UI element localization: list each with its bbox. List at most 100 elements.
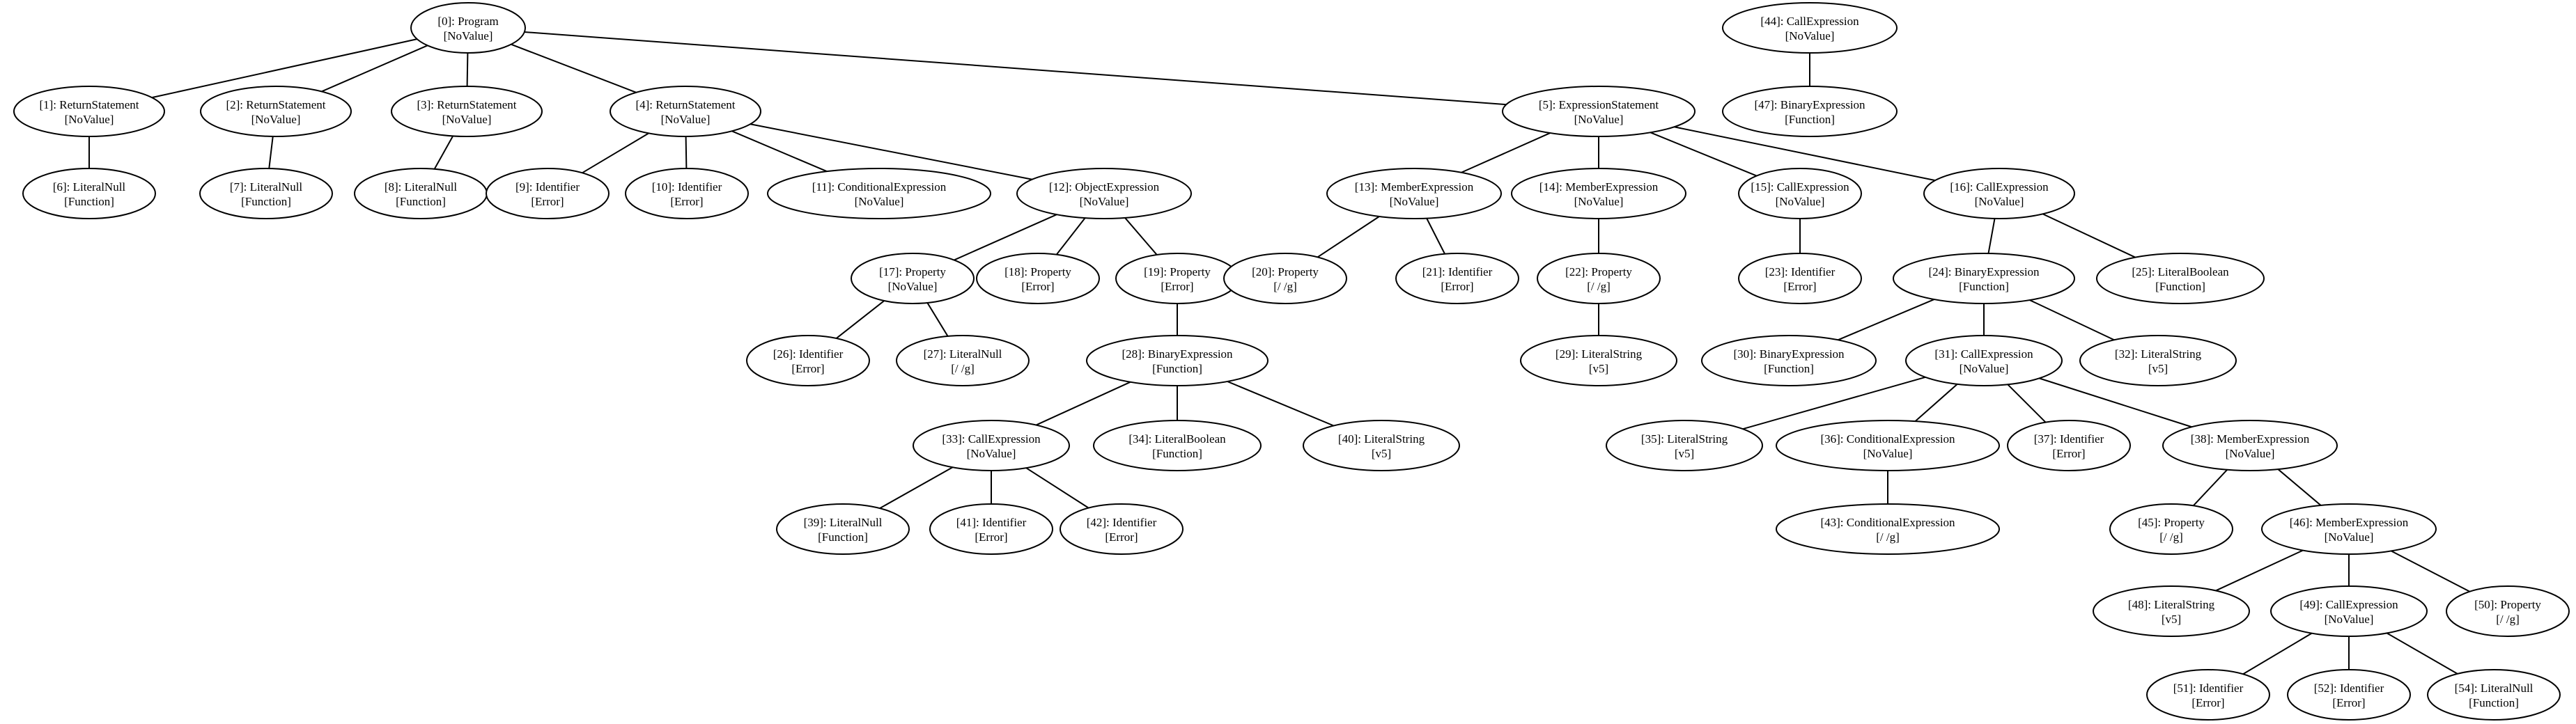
node-ellipse: [2446, 585, 2570, 637]
node-value: [Function]: [241, 195, 291, 208]
node-label: [21]: Identifier: [1422, 265, 1493, 278]
node-label: [44]: CallExpression: [1760, 15, 1859, 28]
node-ellipse: [1905, 335, 2063, 386]
node-label: [7]: LiteralNull: [230, 180, 303, 194]
tree-node-32: [32]: LiteralString[v5]: [2079, 335, 2237, 386]
node-label: [20]: Property: [1252, 265, 1319, 278]
node-ellipse: [976, 253, 1100, 304]
tree-node-21: [21]: Identifier[Error]: [1395, 253, 1519, 304]
tree-node-11: [11]: ConditionalExpression[NoValue]: [767, 168, 991, 219]
node-ellipse: [200, 86, 352, 137]
node-label: [32]: LiteralString: [2115, 347, 2202, 361]
node-value: [Function]: [1959, 280, 2009, 293]
node-value: [Error]: [1161, 280, 1193, 293]
node-label: [6]: LiteralNull: [53, 180, 126, 194]
tree-node-14: [14]: MemberExpression[NoValue]: [1511, 168, 1686, 219]
node-ellipse: [1923, 168, 2075, 219]
node-ellipse: [1722, 2, 1898, 54]
node-label: [36]: ConditionalExpression: [1820, 432, 1955, 446]
tree-node-12: [12]: ObjectExpression[NoValue]: [1016, 168, 1192, 219]
tree-node-20: [20]: Property [/ /g]: [1223, 253, 1347, 304]
node-label: [8]: LiteralNull: [385, 180, 458, 194]
node-value: [Function]: [64, 195, 114, 208]
tree-node-2: [2]: ReturnStatement [NoValue]: [200, 86, 352, 137]
node-label: [27]: LiteralNull: [924, 347, 1002, 361]
node-label: [38]: MemberExpression: [2191, 432, 2310, 446]
node-label: [24]: BinaryExpression: [1928, 265, 2040, 278]
edge-16-24: [1987, 218, 1996, 254]
node-value: [Error]: [791, 362, 824, 375]
tree-node-13: [13]: MemberExpression[NoValue]: [1326, 168, 1502, 219]
edge-4-11: [731, 130, 828, 173]
edge-46-50: [2391, 550, 2470, 592]
edge-38-46: [2277, 469, 2322, 506]
edge-16-25: [2042, 213, 2136, 258]
tree-node-10: [10]: Identifier[Error]: [625, 168, 749, 219]
tree-node-28: [28]: BinaryExpression[Function]: [1086, 335, 1268, 386]
tree-node-27: [27]: LiteralNull[/ /g]: [896, 335, 1030, 386]
node-label: [13]: MemberExpression: [1355, 180, 1474, 194]
node-value: [/ /g]: [2159, 530, 2183, 544]
node-label: [12]: ObjectExpression: [1049, 180, 1160, 194]
node-value: [NoValue]: [444, 29, 493, 42]
node-ellipse: [746, 335, 870, 386]
node-value: [Error]: [2191, 696, 2224, 709]
node-ellipse: [354, 168, 488, 219]
node-ellipse: [929, 503, 1053, 555]
node-ellipse: [391, 86, 543, 137]
node-value: [Function]: [1764, 362, 1814, 375]
tree-node-29: [29]: LiteralString[v5]: [1520, 335, 1677, 386]
node-value: [NoValue]: [65, 113, 114, 126]
node-label: [2]: ReturnStatement: [226, 98, 325, 111]
node-label: [52]: Identifier: [2314, 682, 2384, 695]
edge-layer: [88, 31, 2470, 675]
node-value: [/ /g]: [1587, 280, 1611, 293]
node-value: [Function]: [1152, 362, 1202, 375]
edge-38-45: [2192, 469, 2228, 507]
node-ellipse: [199, 168, 333, 219]
node-label: [34]: LiteralBoolean: [1128, 432, 1226, 446]
edge-49-54: [2387, 632, 2458, 675]
edge-28-33: [1036, 381, 1131, 426]
node-value: [Function]: [2155, 280, 2205, 293]
tree-node-43: [43]: ConditionalExpression[/ /g]: [1776, 503, 2000, 555]
tree-node-52: [52]: Identifier[Error]: [2287, 669, 2411, 721]
tree-node-7: [7]: LiteralNull[Function]: [199, 168, 333, 219]
node-ellipse: [2096, 253, 2265, 304]
node-label: [51]: Identifier: [2173, 682, 2244, 695]
tree-node-9: [9]: Identifier[Error]: [486, 168, 610, 219]
node-value: [NoValue]: [1960, 362, 2009, 375]
tree-node-18: [18]: Property[Error]: [976, 253, 1100, 304]
tree-node-33: [33]: CallExpression[NoValue]: [913, 420, 1070, 471]
node-value: [NoValue]: [1080, 195, 1129, 208]
node-label: [30]: BinaryExpression: [1733, 347, 1845, 361]
tree-node-42: [42]: Identifier[Error]: [1060, 503, 1184, 555]
tree-node-26: [26]: Identifier[Error]: [746, 335, 870, 386]
node-label: [46]: MemberExpression: [2290, 516, 2409, 529]
node-value: [NoValue]: [1574, 113, 1624, 126]
node-label: [15]: CallExpression: [1751, 180, 1849, 194]
node-label: [4]: ReturnStatement: [635, 98, 735, 111]
node-value: [Error]: [531, 195, 564, 208]
node-ellipse: [1893, 253, 2075, 304]
edge-13-20: [1317, 216, 1380, 258]
node-value: [Error]: [1783, 280, 1816, 293]
node-value: [Error]: [975, 530, 1007, 544]
node-ellipse: [1738, 168, 1862, 219]
node-ellipse: [1502, 86, 1696, 137]
node-value: [NoValue]: [2325, 530, 2374, 544]
node-label: [42]: Identifier: [1087, 516, 1157, 529]
tree-node-34: [34]: LiteralBoolean[Function]: [1093, 420, 1262, 471]
node-label: [31]: CallExpression: [1934, 347, 2033, 361]
node-label: [26]: Identifier: [773, 347, 844, 361]
node-ellipse: [1537, 253, 1661, 304]
node-value: [NoValue]: [1574, 195, 1624, 208]
edge-17-26: [835, 300, 885, 339]
edge-0-5: [524, 31, 1507, 106]
node-ellipse: [1060, 503, 1184, 555]
tree-node-31: [31]: CallExpression[NoValue]: [1905, 335, 2063, 386]
node-label: [16]: CallExpression: [1950, 180, 2049, 194]
node-value: [NoValue]: [251, 113, 301, 126]
node-label: [3]: ReturnStatement: [417, 98, 516, 111]
node-value: [/ /g]: [1273, 280, 1297, 293]
